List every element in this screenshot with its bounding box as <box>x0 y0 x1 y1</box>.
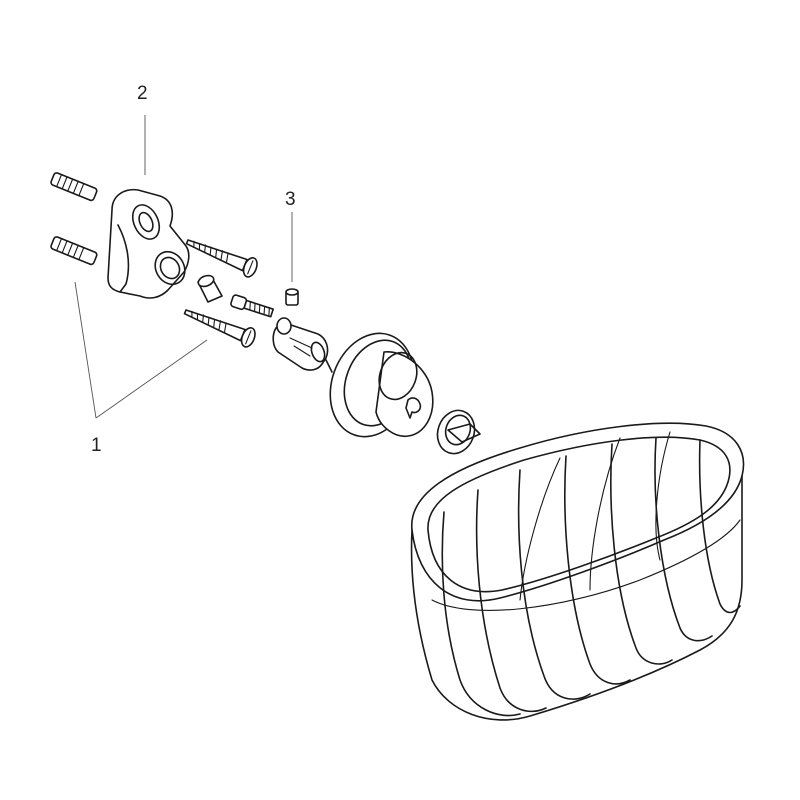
basket-rib-2 <box>475 489 547 713</box>
rosette <box>329 332 434 438</box>
basket-rim-inner <box>427 436 731 593</box>
basket-band <box>431 519 741 611</box>
callout-anchors: 1 <box>91 435 102 456</box>
callout-bracket: 2 <box>137 83 148 104</box>
cap <box>285 288 299 306</box>
screw-lower <box>183 309 256 348</box>
basket-rib-4 <box>564 455 631 685</box>
threaded-pin <box>230 294 274 318</box>
leader-1-a <box>74 281 97 419</box>
basket-rib-1 <box>441 511 521 717</box>
basket-back-rib-2 <box>589 437 621 591</box>
basket-rib-5 <box>610 443 673 665</box>
callout-cap: 3 <box>285 189 296 210</box>
wall-plug-lower <box>50 236 98 266</box>
leader-lines <box>74 115 293 419</box>
screw-upper <box>185 239 258 278</box>
clip <box>436 409 481 455</box>
basket-bottom <box>410 475 743 721</box>
leader-1-b <box>95 339 208 419</box>
wall-plug-upper <box>50 172 98 202</box>
basket-back-rib-1 <box>519 457 561 601</box>
basket-rib-3 <box>517 469 591 700</box>
wall-bracket <box>107 188 190 299</box>
basket-back-rib-3 <box>655 431 671 561</box>
wire-basket <box>410 422 745 721</box>
sleeve <box>197 274 223 303</box>
basket-rib-6 <box>654 437 713 642</box>
basket-rib-7 <box>698 439 741 614</box>
coupling <box>272 317 333 373</box>
